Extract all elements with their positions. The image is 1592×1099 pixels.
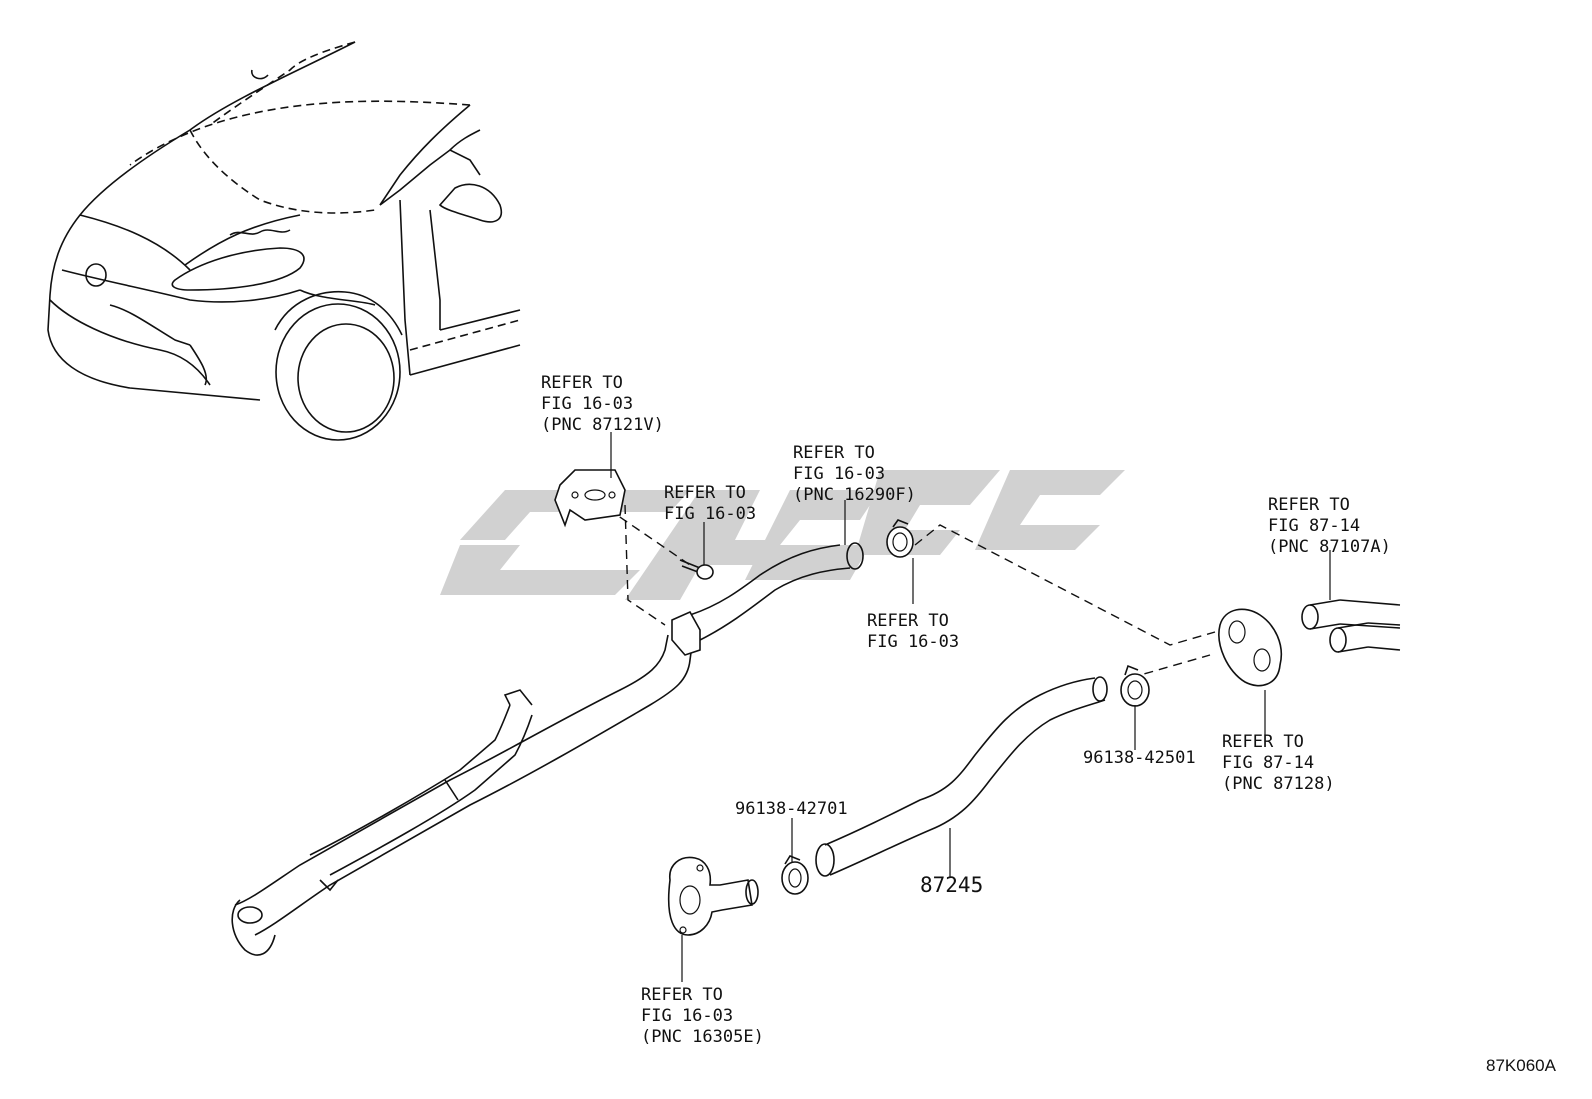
svg-text:(PNC 87128): (PNC 87128) — [1222, 774, 1335, 794]
svg-text:FIG 16-03: FIG 16-03 — [641, 1006, 733, 1026]
part-number-clamp-right: 96138-42501 — [1083, 748, 1196, 768]
pipe-ref-label: REFER TO FIG 87-14 (PNC 87107A) — [1268, 495, 1391, 557]
hose-87245 — [815, 676, 1108, 877]
clamp-upper-ref-label: REFER TO FIG 16-03 — [867, 611, 959, 652]
svg-text:REFER TO: REFER TO — [541, 373, 623, 393]
vehicle-illustration — [47, 41, 521, 441]
svg-text:FIG 16-03: FIG 16-03 — [793, 464, 885, 484]
svg-text:(PNC 16290F): (PNC 16290F) — [793, 485, 916, 505]
bolt-part — [679, 559, 714, 580]
grommet-ref-label: REFER TO FIG 87-14 (PNC 87128) — [1222, 732, 1335, 794]
svg-text:REFER TO: REFER TO — [793, 443, 875, 463]
svg-text:FIG 16-03: FIG 16-03 — [867, 632, 959, 652]
figure-code: 87K060A — [1486, 1056, 1557, 1075]
svg-text:FIG 87-14: FIG 87-14 — [1222, 753, 1314, 773]
part-number-hose: 87245 — [920, 873, 983, 897]
svg-text:FIG 87-14: FIG 87-14 — [1268, 516, 1360, 536]
bracket-part — [554, 469, 626, 528]
bolt-ref-label: REFER TO FIG 16-03 — [664, 483, 756, 524]
svg-text:REFER TO: REFER TO — [664, 483, 746, 503]
hose-ref-label: REFER TO FIG 16-03 (PNC 16290F) — [793, 443, 916, 505]
bracket-ref-label: REFER TO FIG 16-03 (PNC 87121V) — [541, 373, 664, 435]
water-outlet-part — [667, 856, 759, 936]
grommet-part — [1218, 608, 1282, 687]
outlet-ref-label: REFER TO FIG 16-03 (PNC 16305E) — [641, 985, 764, 1047]
svg-text:REFER TO: REFER TO — [867, 611, 949, 631]
clamp-upper-part — [886, 519, 914, 558]
svg-text:(PNC 16305E): (PNC 16305E) — [641, 1027, 764, 1047]
pipe-ends-part — [1301, 599, 1401, 653]
watermark-logo — [440, 470, 1125, 600]
svg-text:FIG 16-03: FIG 16-03 — [664, 504, 756, 524]
heater-pipe-assembly — [231, 634, 693, 956]
part-number-clamp-left: 96138-42701 — [735, 799, 848, 819]
svg-text:(PNC 87121V): (PNC 87121V) — [541, 415, 664, 435]
leader-lines — [610, 432, 1331, 982]
svg-text:(PNC 87107A): (PNC 87107A) — [1268, 537, 1391, 557]
svg-text:REFER TO: REFER TO — [1222, 732, 1304, 752]
heater-hose-upper — [671, 542, 864, 656]
clamp-right-part — [1120, 664, 1150, 707]
svg-text:REFER TO: REFER TO — [1268, 495, 1350, 515]
svg-text:FIG 16-03: FIG 16-03 — [541, 394, 633, 414]
svg-text:REFER TO: REFER TO — [641, 985, 723, 1005]
clamp-left-part — [781, 855, 809, 895]
